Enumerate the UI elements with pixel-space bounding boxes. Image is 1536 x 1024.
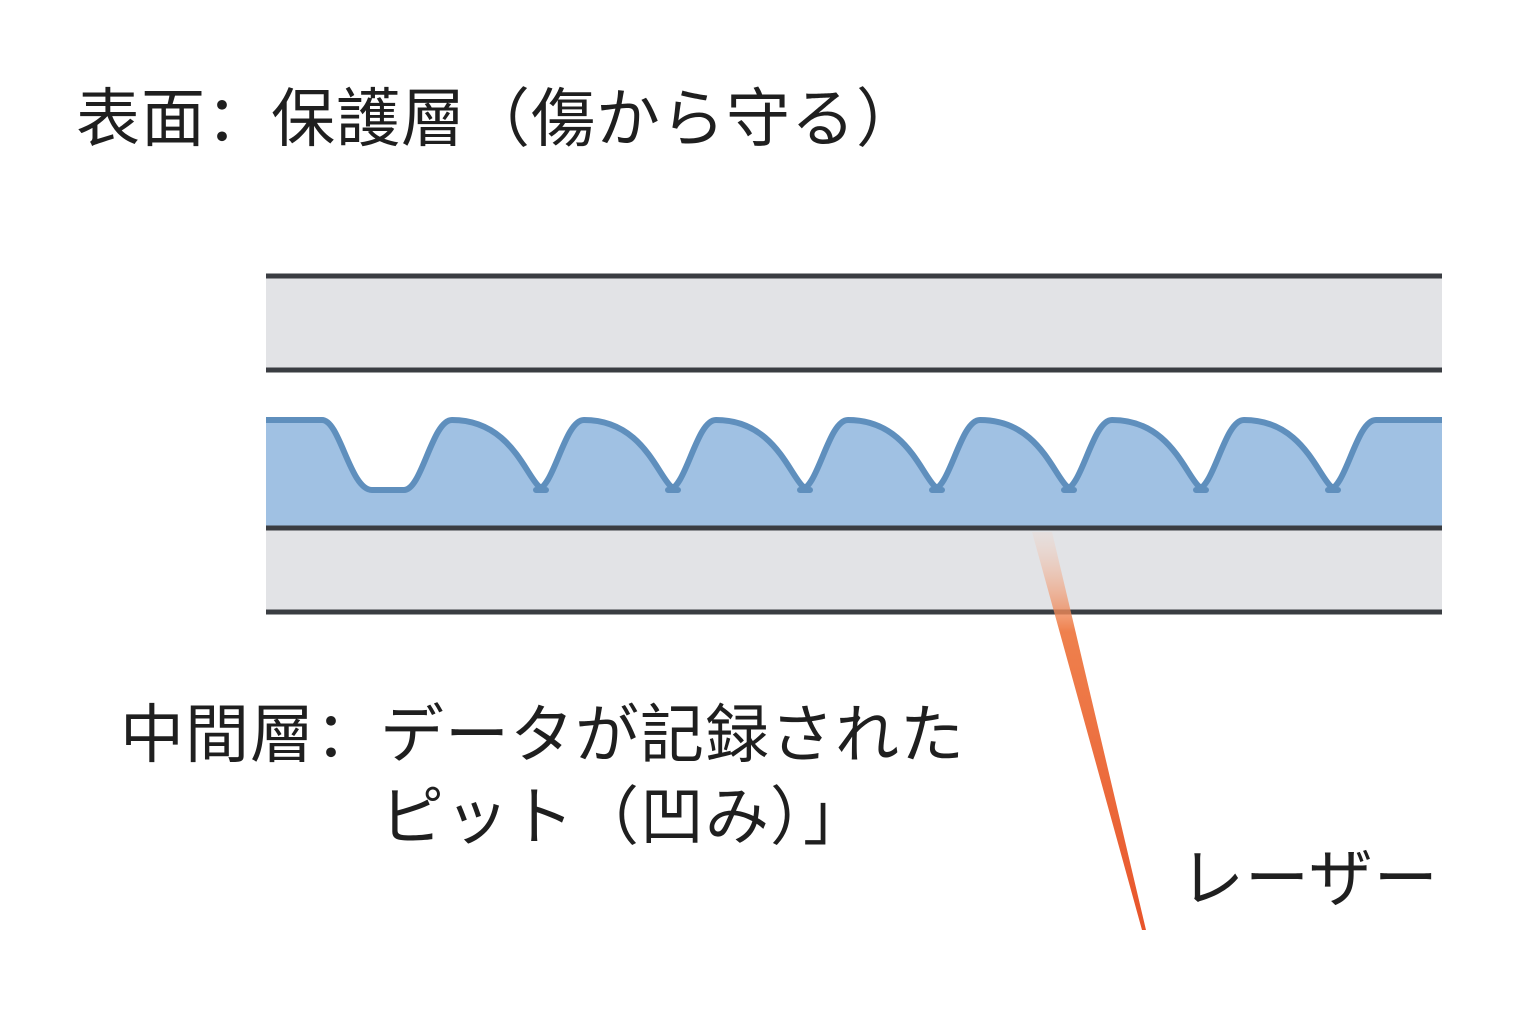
laser-label: レーザー <box>1180 843 1439 917</box>
data-layer <box>266 417 1442 528</box>
top-protective-layer <box>266 276 1442 370</box>
laser-beam <box>1032 532 1146 930</box>
data-layer-fill <box>266 420 1442 528</box>
surface-layer-label: 表面：保護層（傷から守る） <box>76 83 921 157</box>
bottom-protective-layer <box>266 528 1442 612</box>
data-layer-pit-outline <box>266 417 1442 493</box>
middle-layer-label-line2: ピット（凹み）」 <box>380 781 868 855</box>
middle-layer-label-line1: 中間層：データが記録された <box>120 699 965 773</box>
